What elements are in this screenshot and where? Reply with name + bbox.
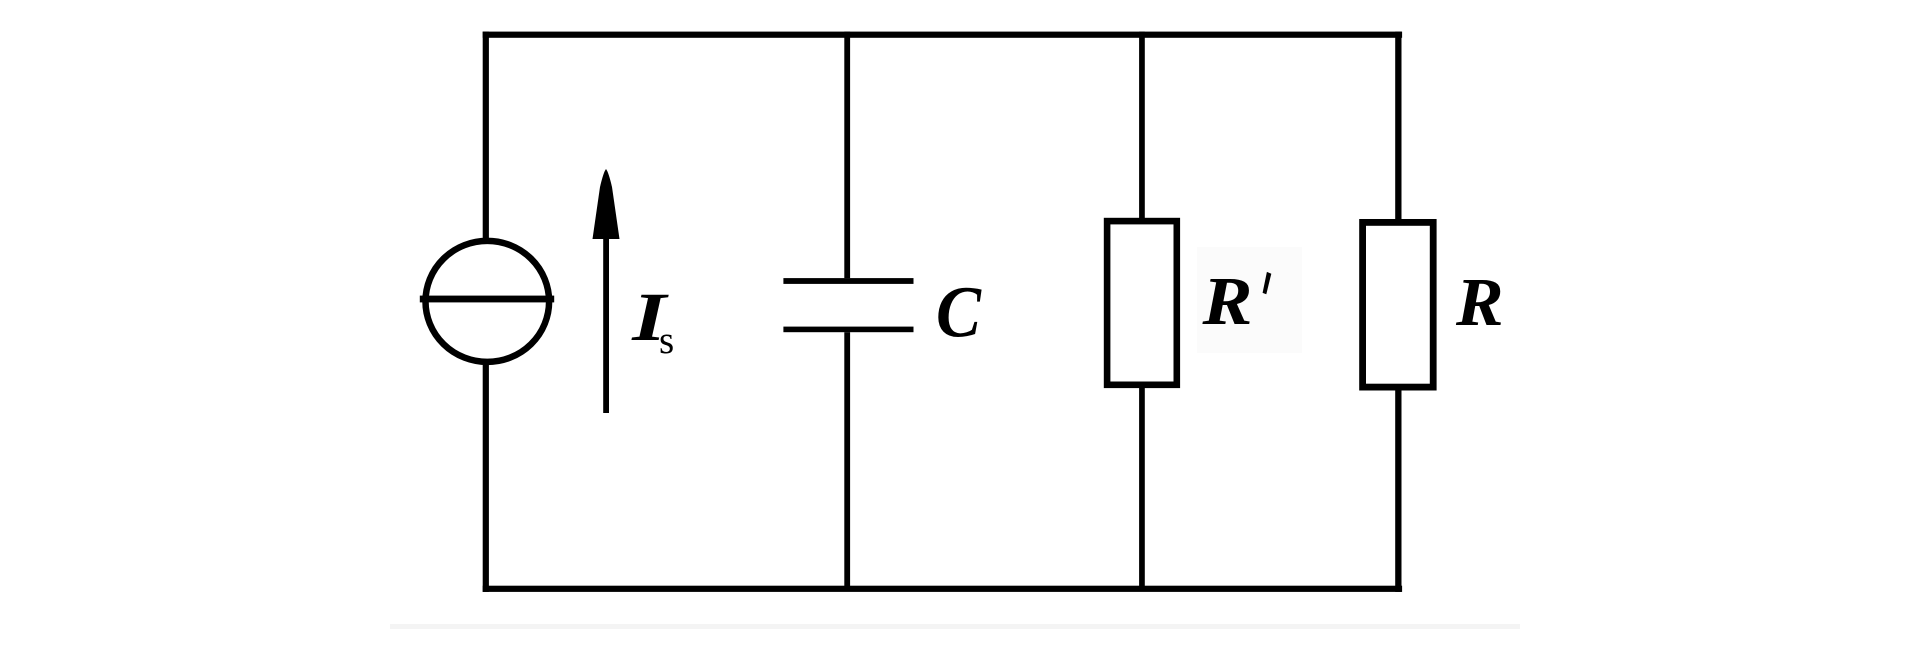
svg-text:R: R bbox=[1201, 263, 1252, 339]
svg-text:R: R bbox=[1455, 264, 1504, 340]
svg-text:C: C bbox=[936, 271, 982, 352]
svg-text:I: I bbox=[631, 279, 669, 355]
svg-text:s: s bbox=[659, 319, 674, 362]
